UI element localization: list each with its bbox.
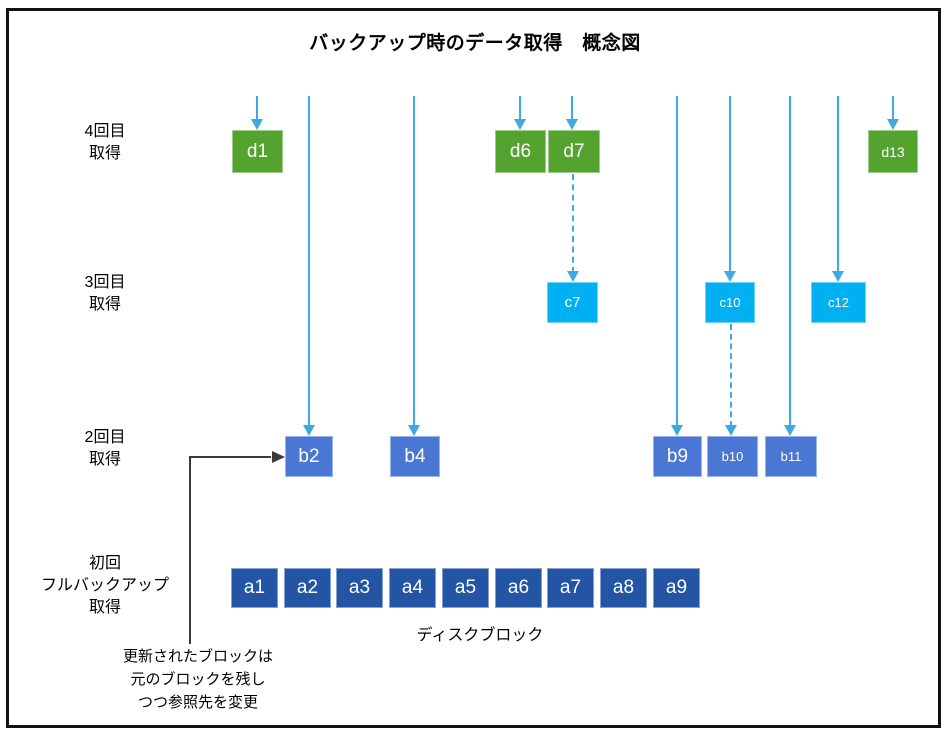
block-a5: a5	[442, 568, 489, 608]
arrow-head-to-d7	[566, 119, 578, 130]
label-3rd: 3回目 取得	[84, 274, 126, 313]
label-2nd: 2回目 取得	[84, 429, 126, 468]
arrow-line-to-b4	[413, 96, 415, 427]
block-c10: c10	[705, 282, 755, 323]
arrow-line-to-d7	[571, 96, 573, 121]
annotation-text: 更新されたブロックは 元のブロックを残し つつ参照先を変更	[122, 648, 273, 711]
block-b9: b9	[653, 436, 702, 477]
block-d6: d6	[495, 130, 546, 173]
arrow-line-to-d6	[519, 96, 521, 121]
arrow-line-to-b10	[730, 324, 732, 427]
block-a6: a6	[495, 568, 542, 608]
arrow-line-to-b2	[308, 96, 310, 427]
disk-block-label: ディスクブロック	[416, 627, 544, 644]
block-a8: a8	[600, 568, 647, 608]
block-d13: d13	[868, 130, 918, 173]
block-a4: a4	[389, 568, 436, 608]
arrow-head-to-d13	[887, 119, 899, 130]
block-a1: a1	[231, 568, 278, 608]
annotation-arrow-head	[272, 451, 285, 463]
block-b10: b10	[707, 436, 758, 477]
arrow-line-to-c10	[729, 96, 731, 273]
block-d7: d7	[548, 130, 600, 173]
outer-border	[6, 8, 941, 728]
arrow-head-to-b2	[303, 425, 315, 436]
arrow-line-to-c12	[837, 96, 839, 273]
arrow-head-to-b10	[725, 425, 737, 436]
label-4th: 4回目 取得	[84, 123, 126, 162]
block-d1: d1	[232, 130, 283, 173]
arrow-head-to-c7	[567, 271, 579, 282]
annotation-arrow-horizontal	[189, 456, 271, 458]
block-b4: b4	[390, 436, 440, 477]
block-b11: b11	[765, 436, 817, 477]
arrow-line-to-c7	[572, 174, 574, 273]
diagram-title: バックアップ時のデータ取得 概念図	[309, 33, 641, 54]
arrow-head-to-b11	[784, 425, 796, 436]
block-a7: a7	[547, 568, 594, 608]
arrow-line-to-d1	[256, 96, 258, 121]
arrow-head-to-d6	[514, 119, 526, 130]
block-b2: b2	[285, 436, 333, 477]
arrow-line-to-b9	[676, 96, 678, 427]
arrow-line-to-d13	[892, 96, 894, 121]
arrow-head-to-c10	[724, 271, 736, 282]
arrow-line-to-b11	[789, 96, 791, 427]
arrow-head-to-b4	[408, 425, 420, 436]
block-a2: a2	[284, 568, 331, 608]
arrow-head-to-d1	[251, 119, 263, 130]
annotation-arrow-vertical	[189, 457, 191, 644]
label-initial: 初回 フルバックアップ 取得	[40, 555, 169, 616]
block-a3: a3	[336, 568, 383, 608]
arrow-head-to-c12	[832, 271, 844, 282]
arrow-head-to-b9	[671, 425, 683, 436]
block-c7: c7	[547, 282, 598, 323]
block-a9: a9	[653, 568, 700, 608]
block-c12: c12	[811, 282, 866, 323]
